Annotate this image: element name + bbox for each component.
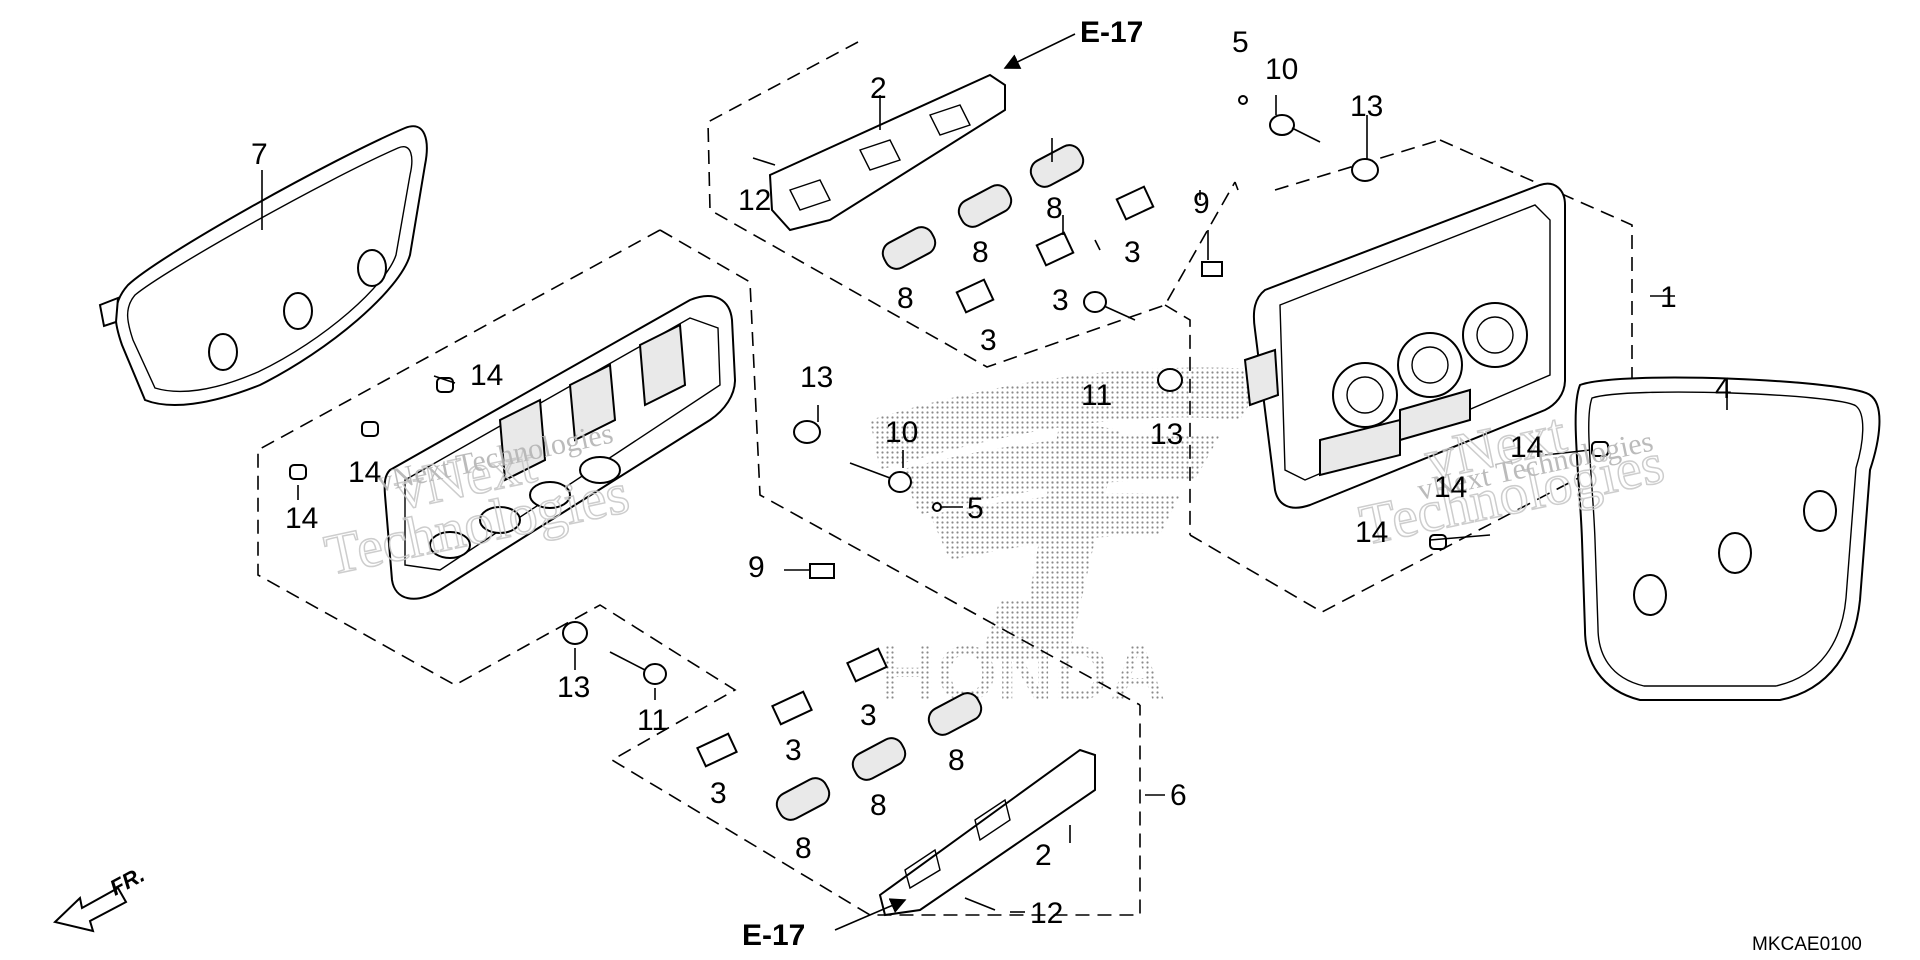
label-part-8: 8 bbox=[948, 744, 965, 777]
label-part-11: 11 bbox=[1081, 379, 1112, 412]
part-labels: 7 2 12 8 8 8 3 3 3 9 5 10 13 1 4 11 13 1… bbox=[251, 26, 1732, 930]
label-part-10: 10 bbox=[885, 416, 918, 449]
label-part-3: 3 bbox=[1124, 236, 1141, 269]
label-part-10: 10 bbox=[1265, 53, 1298, 86]
front-direction-arrow: FR. bbox=[52, 862, 149, 933]
label-part-5: 5 bbox=[967, 492, 984, 525]
label-part-6: 6 bbox=[1170, 779, 1187, 812]
group-outlines bbox=[257, 41, 1633, 916]
label-part-11: 11 bbox=[637, 704, 668, 737]
label-part-13: 13 bbox=[1350, 90, 1383, 123]
label-part-8: 8 bbox=[870, 789, 887, 822]
clips-3-upper bbox=[955, 185, 1155, 314]
breather-pipe-2-upper bbox=[768, 73, 1006, 232]
label-part-14: 14 bbox=[1434, 471, 1467, 504]
label-part-13: 13 bbox=[557, 671, 590, 704]
label-part-14: 14 bbox=[470, 359, 503, 392]
label-part-4: 4 bbox=[1715, 372, 1732, 405]
label-part-13: 13 bbox=[1150, 418, 1183, 451]
label-part-14: 14 bbox=[1510, 431, 1543, 464]
honda-wordmark: HONDA bbox=[880, 629, 1166, 717]
label-part-5: 5 bbox=[1232, 26, 1249, 59]
label-part-3: 3 bbox=[785, 734, 802, 767]
label-part-8: 8 bbox=[795, 832, 812, 865]
label-part-12: 12 bbox=[738, 184, 771, 217]
label-part-8: 8 bbox=[1046, 192, 1063, 225]
label-part-2: 2 bbox=[1035, 839, 1052, 872]
breather-pipe-2-lower bbox=[878, 748, 1096, 917]
diagram-code: MKCAE0100 bbox=[1752, 934, 1862, 955]
head-cover-1 bbox=[1243, 182, 1566, 509]
label-part-9: 9 bbox=[748, 551, 765, 584]
reference-e17-top: E-17 bbox=[1080, 16, 1143, 49]
label-part-1: 1 bbox=[1660, 281, 1677, 314]
label-part-3: 3 bbox=[1052, 284, 1069, 317]
honda-wing-logo bbox=[870, 367, 1270, 660]
label-part-9: 9 bbox=[1193, 187, 1210, 220]
label-part-3: 3 bbox=[860, 699, 877, 732]
label-part-7: 7 bbox=[251, 138, 268, 171]
seals-8-upper bbox=[881, 144, 1085, 270]
leader-lines bbox=[261, 95, 1728, 913]
reference-arrows bbox=[834, 33, 1076, 931]
label-part-14: 14 bbox=[348, 456, 381, 489]
label-part-8: 8 bbox=[897, 282, 914, 315]
clips-3-lower bbox=[696, 647, 888, 768]
label-part-12: 12 bbox=[1030, 897, 1063, 930]
seals-8-lower bbox=[775, 692, 983, 821]
label-part-8: 8 bbox=[972, 236, 989, 269]
head-cover-6 bbox=[383, 295, 737, 600]
gasket-4 bbox=[1574, 376, 1881, 701]
label-part-2: 2 bbox=[870, 72, 887, 105]
label-part-3: 3 bbox=[980, 324, 997, 357]
gasket-7 bbox=[98, 125, 428, 406]
label-part-3: 3 bbox=[710, 777, 727, 810]
label-part-14: 14 bbox=[1355, 516, 1388, 549]
label-part-13: 13 bbox=[800, 361, 833, 394]
reference-e17-bottom: E-17 bbox=[742, 919, 805, 952]
label-part-14: 14 bbox=[285, 502, 318, 535]
